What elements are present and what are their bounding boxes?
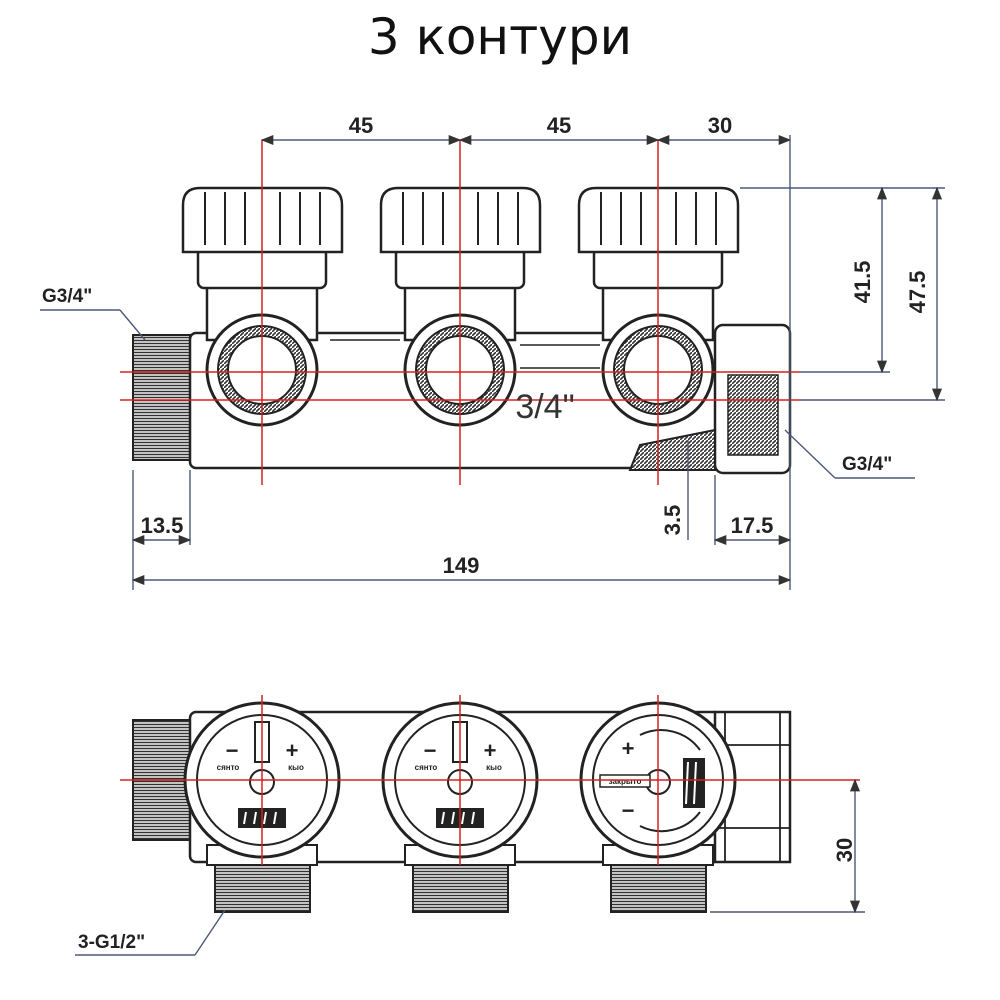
- top-view: 45 45 30 41.5 47.5 G3/4" G3/4" 3/4" 13.5…: [40, 113, 945, 590]
- knob-3-text: закрыто: [609, 777, 642, 786]
- knob-2-plus: +: [484, 738, 497, 763]
- dim-height-2: 47.5: [905, 271, 930, 314]
- dim-top-3: 30: [708, 113, 732, 138]
- left-thread: [132, 334, 191, 461]
- dim-30-bottom: 30: [832, 838, 857, 862]
- centerlines-bottom: [120, 695, 860, 865]
- knob-2-minus: −: [424, 738, 437, 763]
- dim-total: 149: [443, 553, 480, 578]
- body-label: 3/4": [515, 388, 574, 426]
- knob-3-minus: −: [622, 798, 635, 823]
- dim-3-5: 3.5: [660, 505, 685, 536]
- knob-2-right-text: кыо: [486, 763, 502, 772]
- knob-1-plus: +: [286, 738, 299, 763]
- bottom-view: − + сянто кыо − + сянто кыо: [75, 695, 865, 956]
- knob-1-left-text: сянто: [217, 763, 240, 772]
- dim-top-1: 45: [349, 113, 373, 138]
- knob-1-right-text: кыо: [288, 763, 304, 772]
- knob-1: − + сянто кыо: [183, 701, 341, 859]
- knob-2-left-text: сянто: [415, 763, 438, 772]
- centerlines-top: [120, 140, 800, 485]
- dim-13-5: 13.5: [141, 513, 184, 538]
- diagram-title: 3 контури: [367, 8, 633, 66]
- dim-height-1: 41.5: [850, 261, 875, 304]
- knob-1-minus: −: [226, 738, 239, 763]
- outlets-label: 3-G1/2": [78, 932, 145, 953]
- dim-17-5: 17.5: [731, 513, 774, 538]
- left-thread-label: G3/4": [42, 286, 92, 307]
- right-thread-label: G3/4": [842, 454, 892, 475]
- knob-3-plus: +: [622, 736, 635, 761]
- dim-top-2: 45: [547, 113, 571, 138]
